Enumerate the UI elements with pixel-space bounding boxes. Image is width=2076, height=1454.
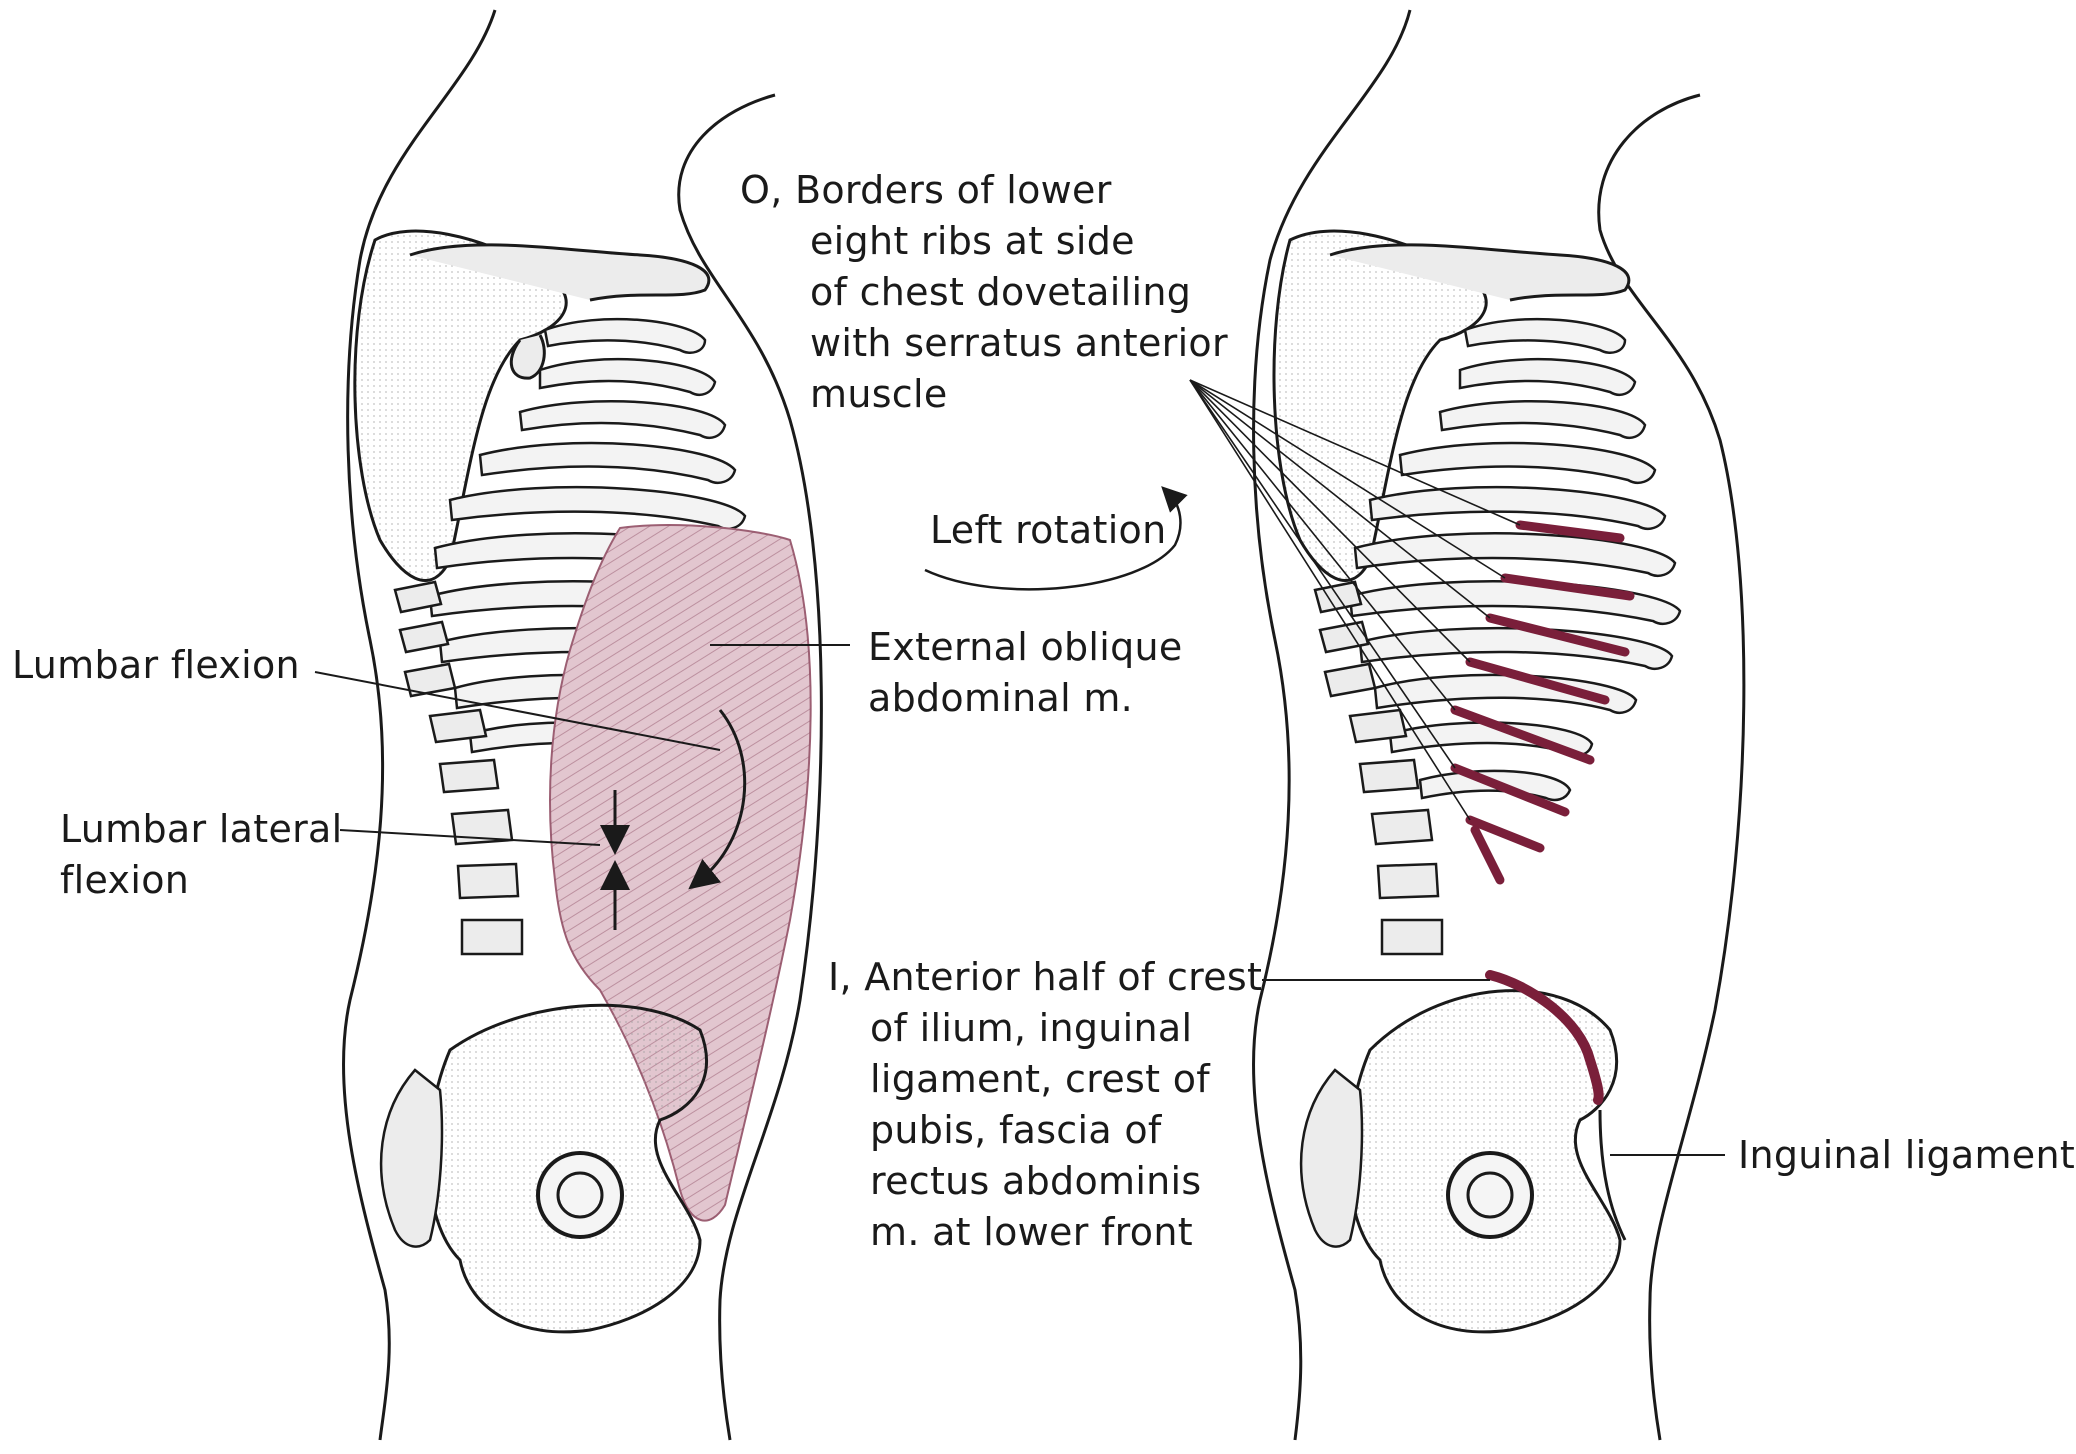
insertion-label: I, Anterior half of crest of ilium, ingu… [828,952,1262,1258]
right-acetabulum [1448,1153,1532,1237]
origin-label-line-3: of chest dovetailing [740,267,1228,318]
insertion-label-line-1: I, Anterior half of crest [828,952,1262,1003]
right-figure [1190,10,1744,1440]
insertion-label-line-4: pubis, fascia of [828,1105,1262,1156]
insertion-label-line-3: ligament, crest of [828,1054,1262,1105]
right-sacrum [1301,1070,1362,1247]
insertion-label-line-6: m. at lower front [828,1207,1262,1258]
origin-label-line-5: muscle [740,369,1228,420]
lumbar-flexion-label: Lumbar flexion [12,640,300,691]
origin-attachments [1455,525,1630,880]
insertion-label-line-2: of ilium, inguinal [828,1003,1262,1054]
left-acetabulum [538,1153,622,1237]
lumbar-lateral-flexion-line-1: Lumbar lateral [60,804,343,855]
origin-label-line-1: O, Borders of lower [740,165,1228,216]
origin-label-line-4: with serratus anterior [740,318,1228,369]
lumbar-lateral-flexion-line-2: flexion [60,855,343,906]
inguinal-ligament-label: Inguinal ligament [1738,1130,2075,1181]
origin-label: O, Borders of lower eight ribs at side o… [740,165,1228,420]
external-oblique-label-line-1: External oblique [868,622,1183,673]
left-sacrum [381,1070,442,1247]
insertion-label-line-5: rectus abdominis [828,1156,1262,1207]
lumbar-lateral-flexion-label: Lumbar lateral flexion [60,804,343,906]
external-oblique-label-line-2: abdominal m. [868,673,1183,724]
left-rotation-label: Left rotation [930,505,1166,556]
external-oblique-label: External oblique abdominal m. [868,622,1183,724]
origin-label-line-2: eight ribs at side [740,216,1228,267]
